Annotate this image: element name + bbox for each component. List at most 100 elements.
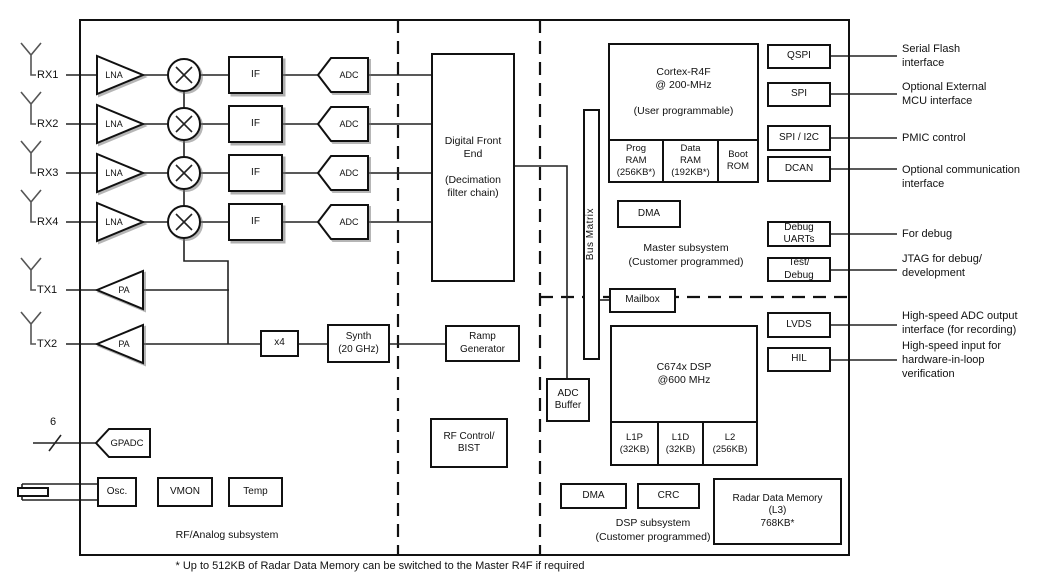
lna-amp-shape-3 [96, 152, 146, 194]
gpadc-bus-width-label: 6 [50, 416, 57, 428]
mailbox-block: Mailbox [609, 288, 676, 313]
tx2-label: TX2 [37, 338, 58, 350]
if-block-4: IF [228, 203, 283, 241]
tx2-antenna-icon [20, 311, 42, 345]
lna-amp-shape-1 [96, 54, 146, 96]
lna-label-2: LNA [105, 119, 123, 129]
master-subsystem-label: Master subsystem (Customer programmed) [628, 242, 744, 268]
vmon-block: VMON [157, 477, 213, 507]
spi-block: SPI [767, 82, 831, 107]
temp-block: Temp [228, 477, 283, 507]
dsp-subsystem-label: DSP subsystem (Customer programmed) [595, 517, 711, 543]
l1p-block: L1P (32KB) [610, 421, 659, 466]
lo-distribution-wires [66, 75, 445, 345]
rf-analog-subsystem-label: RF/Analog subsystem [175, 529, 279, 541]
lo-multiplier-block: x4 [260, 330, 299, 357]
test-debug-block: Test/ Debug [767, 257, 831, 282]
dsp-dma-block: DMA [560, 483, 627, 509]
tx1-antenna-icon [20, 257, 42, 291]
rf-control-bist-block: RF Control/ BIST [430, 418, 508, 468]
spi-i2c-block: SPI / I2C [767, 125, 831, 151]
dcan-block: DCAN [767, 156, 831, 182]
mixer-icon-3 [167, 156, 201, 190]
tx1-label: TX1 [37, 284, 58, 296]
master-dma-block: DMA [617, 200, 681, 228]
synth-block: Synth (20 GHz) [327, 324, 390, 363]
rx3-label: RX3 [37, 167, 59, 179]
debug-uarts-annotation: For debug [902, 228, 953, 240]
if-block-2: IF [228, 105, 283, 143]
adc-shape-2 [316, 106, 369, 142]
osc-block: Osc. [97, 477, 137, 507]
adc-shape-4 [316, 204, 369, 240]
amplifier-shapes [94, 54, 146, 365]
chip-outline [79, 19, 850, 556]
qspi-annotation: Serial Flash interface [902, 43, 961, 69]
mixer-icon-1 [167, 58, 201, 92]
gpadc-shape [94, 428, 151, 458]
qspi-block: QSPI [767, 44, 831, 69]
rx3-antenna-icon [20, 140, 42, 174]
rx-chain-wires [66, 74, 431, 223]
lna-label-1: LNA [105, 70, 123, 80]
lna-label-3: LNA [105, 168, 123, 178]
mixer-icon-2 [167, 107, 201, 141]
rx4-antenna-icon [20, 189, 42, 223]
adc-label-2: ADC [339, 119, 359, 129]
footnote: * Up to 512KB of Radar Data Memory can b… [175, 560, 585, 572]
rx1-label: RX1 [37, 69, 59, 81]
rx1-antenna-icon [20, 42, 42, 76]
peripheral-wires [831, 55, 897, 361]
hil-block: HIL [767, 347, 831, 372]
dfe-block: Digital Front End (Decimation filter cha… [431, 53, 515, 282]
adc-shapes [94, 57, 369, 458]
dcan-annotation: Optional communication interface [902, 164, 1021, 190]
digital-wires [515, 165, 609, 378]
adc-label-3: ADC [339, 168, 359, 178]
c674x-dsp-block: C674x DSP @600 MHz [610, 325, 758, 423]
l2-block: L2 (256KB) [702, 421, 758, 466]
prog-ram-block: Prog RAM (256KB*) [608, 139, 664, 183]
bus-width-slash [48, 434, 62, 452]
debug-uarts-block: Debug UARTs [767, 221, 831, 247]
adc-label-4: ADC [339, 217, 359, 227]
pa-label-2: PA [118, 339, 130, 349]
radar-data-memory-block: Radar Data Memory (L3) 768KB* [713, 478, 842, 545]
lvds-block: LVDS [767, 312, 831, 338]
pa-label-1: PA [118, 285, 130, 295]
spi-i2c-annotation: PMIC control [902, 132, 966, 144]
lna-amp-shape-2 [96, 103, 146, 145]
lna-label-4: LNA [105, 217, 123, 227]
crystal-body [17, 487, 49, 497]
adc-buffer-block: ADC Buffer [546, 378, 590, 422]
hil-annotation: High-speed input for hardware-in-loop ve… [902, 340, 1002, 380]
test-debug-annotation: JTAG for debug/ development [902, 253, 982, 279]
boot-rom-block: Boot ROM [717, 139, 759, 183]
lvds-annotation: High-speed ADC output interface (for rec… [902, 310, 1018, 336]
ramp-generator-block: Ramp Generator [445, 325, 520, 362]
spi-annotation: Optional External MCU interface [902, 81, 987, 107]
if-block-3: IF [228, 154, 283, 192]
pa-amp-shape-2 [94, 323, 144, 365]
adc-label-1: ADC [339, 70, 359, 80]
mixer-icons [167, 58, 201, 239]
dfe-to-adc-buffer-line [515, 165, 568, 378]
mixer-icon-4 [167, 205, 201, 239]
cortex-r4f-block: Cortex-R4F @ 200-MHz (User programmable) [608, 43, 759, 141]
rx2-antenna-icon [20, 91, 42, 125]
rx4-label: RX4 [37, 216, 59, 228]
crc-block: CRC [637, 483, 700, 509]
adc-shape-3 [316, 155, 369, 191]
if-block-1: IF [228, 56, 283, 94]
bus-matrix-block: Bus Matrix [583, 109, 600, 360]
pa-amp-shape-1 [94, 269, 144, 311]
bus-matrix-label: Bus Matrix [585, 208, 597, 261]
adc-shape-1 [316, 57, 369, 93]
data-ram-block: Data RAM (192KB*) [662, 139, 719, 183]
lna-amp-shape-4 [96, 201, 146, 243]
antenna-icons [20, 42, 42, 345]
gpadc-label: GPADC [110, 438, 144, 449]
rx2-label: RX2 [37, 118, 59, 130]
